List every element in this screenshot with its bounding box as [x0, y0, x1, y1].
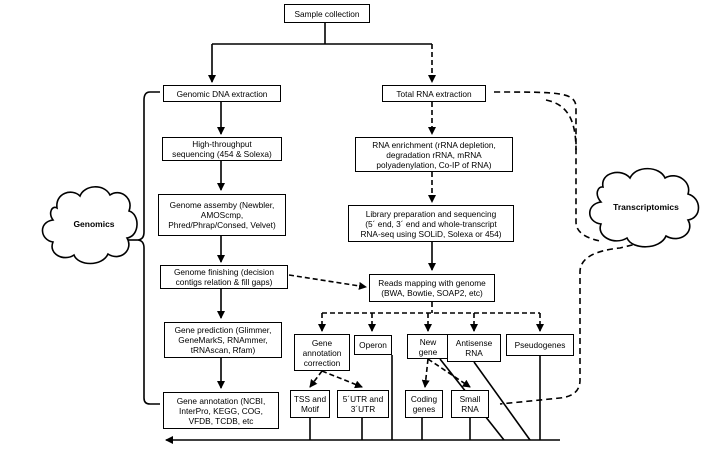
- arrow-finishing-to-mapping: [288, 274, 367, 290]
- sample-collection-box: Sample collection: [284, 4, 370, 23]
- arrow-correction-to-tss: [309, 370, 323, 388]
- library-preparation-box: Library preparation and sequencing (5´ e…: [348, 205, 514, 242]
- utr-box: 5´UTR and 3´UTR: [337, 390, 389, 418]
- gene-annotation-box: Gene annotation (NCBI, InterPro, KEGG, C…: [163, 392, 279, 429]
- genomic-dna-extraction-box: Genomic DNA extraction: [163, 85, 281, 102]
- arrow-correction-to-utr: [321, 370, 363, 389]
- arrow-newgene-to-coding: [421, 358, 430, 388]
- feedback-antisense: [473, 361, 531, 441]
- arrow-newgene-to-small-rna: [427, 358, 471, 388]
- transcriptomics-cloud-shape: [588, 167, 700, 248]
- operon-box: Operon: [354, 335, 392, 355]
- dashed-rna-lower-branch: [545, 99, 577, 151]
- bracket-line: [136, 91, 160, 405]
- reads-mapping-box: Reads mapping with genome (BWA, Bowtie, …: [369, 274, 495, 302]
- gene-prediction-box: Gene prediction (Glimmer, GeneMarkS, RNA…: [164, 322, 282, 358]
- coding-genes-box: Coding genes: [405, 390, 443, 418]
- dashed-transcriptomics-to-small-rna: [499, 239, 653, 405]
- antisense-rna-box: Antisense RNA: [447, 334, 501, 362]
- dashed-rna-to-transcriptomics: [493, 91, 601, 242]
- tss-motif-box: TSS and Motif: [290, 390, 330, 418]
- high-throughput-sequencing-box: High-throughput sequencing (454 & Solexa…: [162, 137, 282, 161]
- small-rna-box: Small RNA: [451, 390, 489, 418]
- genome-finishing-box: Genome finishing (decision contigs relat…: [160, 265, 288, 289]
- genomics-cloud-label: Genomics: [73, 219, 115, 229]
- pseudogenes-box: Pseudogenes: [506, 334, 574, 356]
- gene-annotation-correction-box: Gene annotation correction: [294, 334, 350, 371]
- genomics-cloud-shape: [41, 186, 138, 265]
- new-gene-box: New gene: [407, 334, 449, 359]
- rna-enrichment-box: RNA enrichment (rRNA depletion, degradat…: [355, 137, 513, 172]
- total-rna-extraction-box: Total RNA extraction: [382, 85, 486, 102]
- transcriptomics-cloud-label: Transcriptomics: [613, 202, 679, 212]
- genome-assembly-box: Genome assemby (Newbler, AMOScmp, Phred/…: [158, 194, 286, 236]
